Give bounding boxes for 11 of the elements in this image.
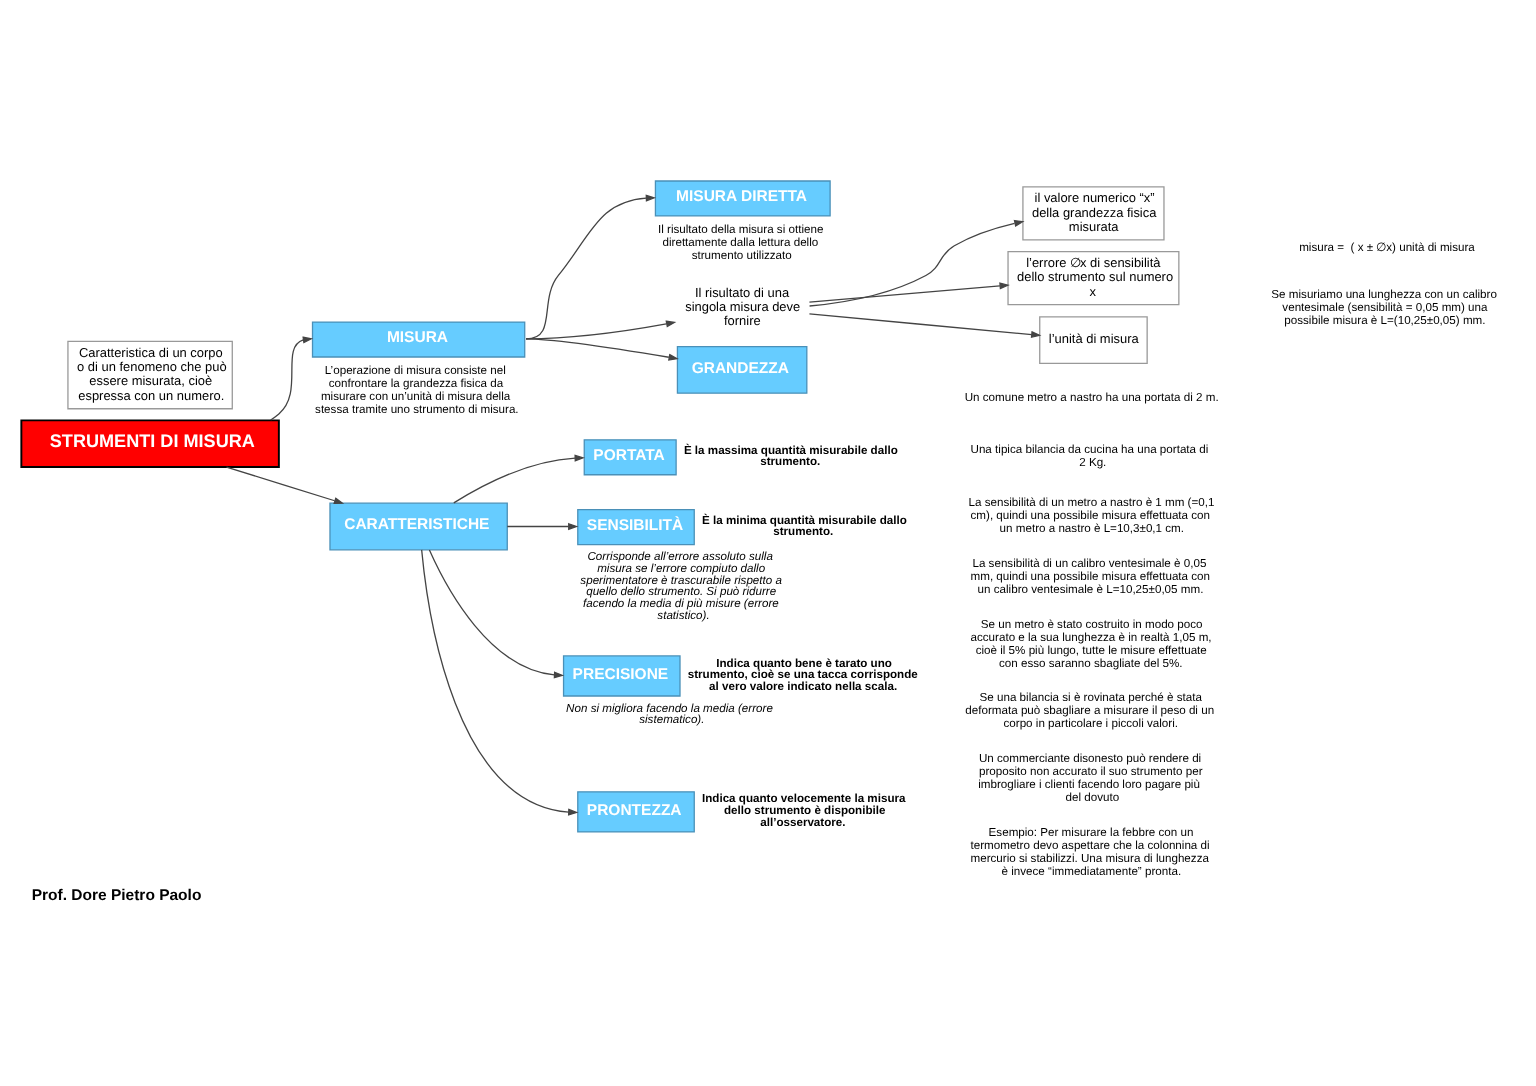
arrow (808, 219, 1025, 307)
arrow (428, 549, 565, 679)
arrow (808, 282, 1010, 303)
arrow (453, 454, 585, 504)
arrow (421, 549, 579, 816)
arrow (225, 466, 345, 505)
arrow (270, 336, 314, 421)
arrow (525, 338, 679, 361)
arrow (506, 522, 579, 531)
arrow (808, 313, 1042, 339)
node-box: STRUMENTI DI MISURA (20, 419, 280, 468)
